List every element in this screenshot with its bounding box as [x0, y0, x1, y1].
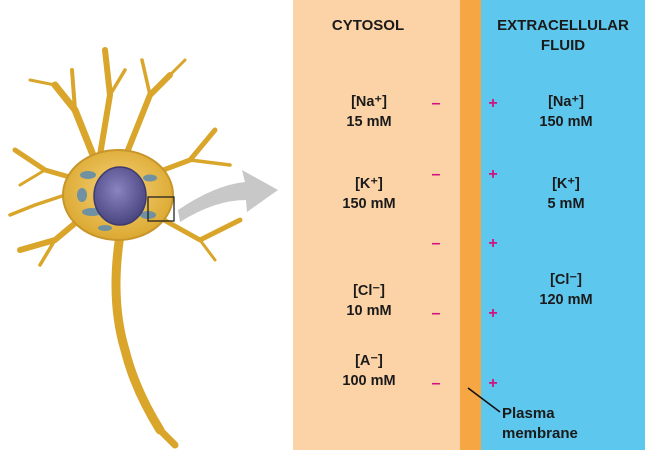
negative-charge: – [431, 375, 441, 392]
cytosol-ion-k: [K⁺] 150 mM [309, 174, 429, 214]
ion-name: [K⁺] [355, 176, 383, 192]
ion-name: [Cl⁻] [353, 283, 385, 299]
membrane-label-line2: membrane [502, 425, 578, 442]
negative-charge: – [431, 235, 441, 252]
extracellular-region [481, 0, 645, 450]
ion-name: [Cl⁻] [550, 272, 582, 288]
ion-concentration: 150 mM [539, 114, 593, 130]
extracellular-header: EXTRACELLULAR FLUID [478, 16, 645, 56]
ion-concentration: 150 mM [342, 196, 396, 212]
cytosol-ion-na: [Na⁺] 15 mM [309, 92, 429, 132]
ion-name: [Na⁺] [548, 94, 584, 110]
positive-charge: + [488, 235, 498, 252]
ion-name: [K⁺] [552, 176, 580, 192]
cytosol-region [293, 0, 460, 450]
membrane-label-line1: Plasma [502, 405, 555, 422]
ion-name: [Na⁺] [351, 94, 387, 110]
cytosol-ion-cl: [Cl⁻] 10 mM [309, 281, 429, 321]
ion-name: [A⁻] [355, 353, 383, 369]
ion-concentration: 120 mM [539, 292, 593, 308]
extracellular-ion-na: [Na⁺] 150 mM [506, 92, 626, 132]
ion-concentration: 100 mM [342, 373, 396, 389]
cytosol-header: CYTOSOL [331, 17, 405, 34]
positive-charge: + [488, 305, 498, 322]
neuron-illustration [8, 47, 278, 449]
extracellular-ion-k: [K⁺] 5 mM [506, 174, 626, 214]
plasma-membrane [460, 0, 481, 450]
positive-charge: + [488, 166, 498, 183]
ion-concentration: 10 mM [346, 303, 392, 319]
membrane-label: Plasma membrane [502, 404, 578, 444]
extracellular-header-line1: EXTRACELLULAR [497, 17, 629, 34]
negative-charge: – [431, 166, 441, 183]
positive-charge: + [488, 375, 498, 392]
extracellular-ion-cl: [Cl⁻] 120 mM [506, 270, 626, 310]
ion-concentration: 15 mM [346, 114, 392, 130]
ion-concentration: 5 mM [547, 196, 585, 212]
extracellular-header-line2: FLUID [540, 37, 586, 54]
cytosol-ion-a: [A⁻] 100 mM [309, 351, 429, 391]
positive-charge: + [488, 95, 498, 112]
negative-charge: – [431, 95, 441, 112]
negative-charge: – [431, 305, 441, 322]
